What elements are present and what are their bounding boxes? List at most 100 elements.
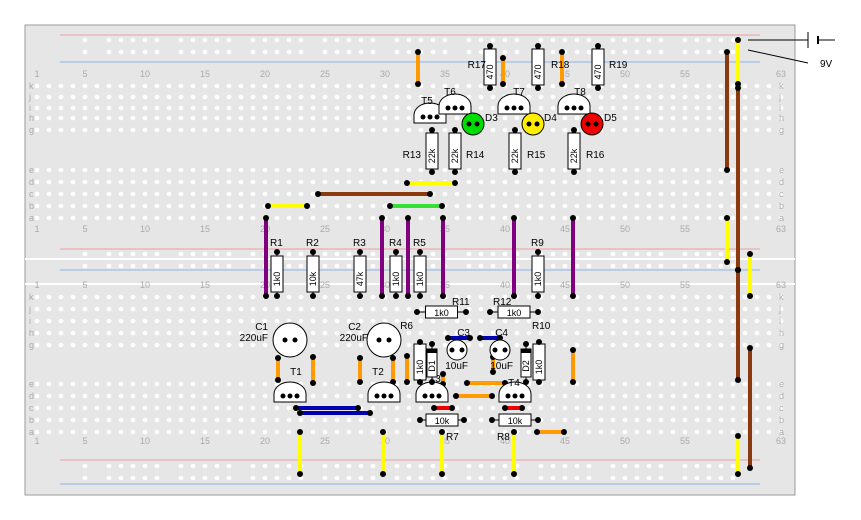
breadboard-hole xyxy=(358,463,364,469)
breadboard-hole xyxy=(466,251,472,257)
breadboard-hole xyxy=(46,203,52,209)
breadboard-hole xyxy=(202,83,208,89)
breadboard-hole xyxy=(346,37,352,43)
resistor-pin xyxy=(310,293,316,299)
breadboard-hole xyxy=(166,393,172,399)
breadboard-hole xyxy=(622,294,628,300)
breadboard-hole xyxy=(622,115,628,121)
breadboard-hole xyxy=(406,167,412,173)
breadboard-hole xyxy=(142,203,148,209)
breadboard-hole xyxy=(142,294,148,300)
breadboard-hole xyxy=(130,94,136,100)
breadboard-hole xyxy=(250,306,256,312)
transistor-pin xyxy=(564,105,570,111)
breadboard-hole xyxy=(58,417,64,423)
breadboard-hole xyxy=(742,342,748,348)
breadboard-hole xyxy=(466,49,472,55)
breadboard-hole xyxy=(82,115,88,121)
breadboard-hole xyxy=(82,179,88,185)
breadboard-hole xyxy=(694,49,700,55)
capacitor-value: 10uF xyxy=(445,361,468,372)
breadboard-hole xyxy=(178,294,184,300)
breadboard-hole xyxy=(106,405,112,411)
breadboard-hole xyxy=(622,381,628,387)
breadboard-hole xyxy=(754,215,760,221)
breadboard-hole xyxy=(118,115,124,121)
breadboard-hole xyxy=(610,94,616,100)
breadboard-hole xyxy=(622,475,628,481)
breadboard-hole xyxy=(118,463,124,469)
wire-end xyxy=(427,191,433,197)
breadboard-hole xyxy=(490,94,496,100)
breadboard-hole xyxy=(622,127,628,133)
breadboard-hole xyxy=(130,37,136,43)
breadboard-hole xyxy=(646,167,652,173)
breadboard-hole xyxy=(286,318,292,324)
resistor-label: R16 xyxy=(586,150,605,161)
breadboard-hole xyxy=(274,318,280,324)
resistor-pin xyxy=(274,249,280,255)
breadboard-hole xyxy=(718,251,724,257)
breadboard-hole xyxy=(142,251,148,257)
breadboard-hole xyxy=(190,191,196,197)
wire-end xyxy=(275,355,281,361)
breadboard-hole xyxy=(718,179,724,185)
breadboard-hole xyxy=(670,83,676,89)
breadboard-hole xyxy=(574,393,580,399)
breadboard-hole xyxy=(286,263,292,269)
breadboard-hole xyxy=(250,263,256,269)
breadboard-hole xyxy=(526,203,532,209)
resistor-pin xyxy=(535,309,541,315)
wire-end xyxy=(735,471,741,477)
breadboard-hole xyxy=(730,342,736,348)
breadboard-hole xyxy=(262,49,268,55)
breadboard-hole xyxy=(550,94,556,100)
breadboard-hole xyxy=(250,393,256,399)
breadboard-hole xyxy=(706,417,712,423)
breadboard-hole xyxy=(226,475,232,481)
wire-end xyxy=(263,215,269,221)
breadboard-hole xyxy=(766,203,772,209)
breadboard-hole xyxy=(178,405,184,411)
breadboard-hole xyxy=(502,263,508,269)
breadboard-hole xyxy=(502,330,508,336)
breadboard-hole xyxy=(46,294,52,300)
breadboard-hole xyxy=(598,330,604,336)
breadboard-hole xyxy=(778,215,784,221)
breadboard-hole xyxy=(310,179,316,185)
column-number: 10 xyxy=(140,280,150,290)
breadboard-hole xyxy=(202,342,208,348)
breadboard-hole xyxy=(562,191,568,197)
wire-end xyxy=(440,371,446,377)
breadboard-hole xyxy=(142,215,148,221)
breadboard-hole xyxy=(322,83,328,89)
breadboard-hole xyxy=(694,463,700,469)
breadboard-hole xyxy=(574,203,580,209)
breadboard-hole xyxy=(130,167,136,173)
led-body xyxy=(580,112,604,136)
capacitor-pin xyxy=(386,337,392,343)
resistor-value: 1k0 xyxy=(272,272,282,287)
breadboard-hole xyxy=(490,318,496,324)
led-pin xyxy=(534,121,540,127)
breadboard-hole xyxy=(562,179,568,185)
breadboard-hole xyxy=(562,475,568,481)
breadboard-hole xyxy=(502,203,508,209)
resistor-label: R19 xyxy=(609,60,628,71)
breadboard-hole xyxy=(178,417,184,423)
wire-end xyxy=(735,433,741,439)
breadboard-hole xyxy=(466,318,472,324)
breadboard-hole xyxy=(706,294,712,300)
breadboard-hole xyxy=(70,405,76,411)
breadboard-hole xyxy=(646,381,652,387)
breadboard-hole xyxy=(694,263,700,269)
breadboard-hole xyxy=(478,330,484,336)
breadboard-hole xyxy=(682,318,688,324)
transistor-body xyxy=(367,381,401,403)
breadboard-hole xyxy=(154,49,160,55)
transistor-pin xyxy=(287,393,293,399)
breadboard-hole xyxy=(250,115,256,121)
breadboard-hole xyxy=(382,167,388,173)
breadboard-hole xyxy=(250,251,256,257)
breadboard-hole xyxy=(730,37,736,43)
